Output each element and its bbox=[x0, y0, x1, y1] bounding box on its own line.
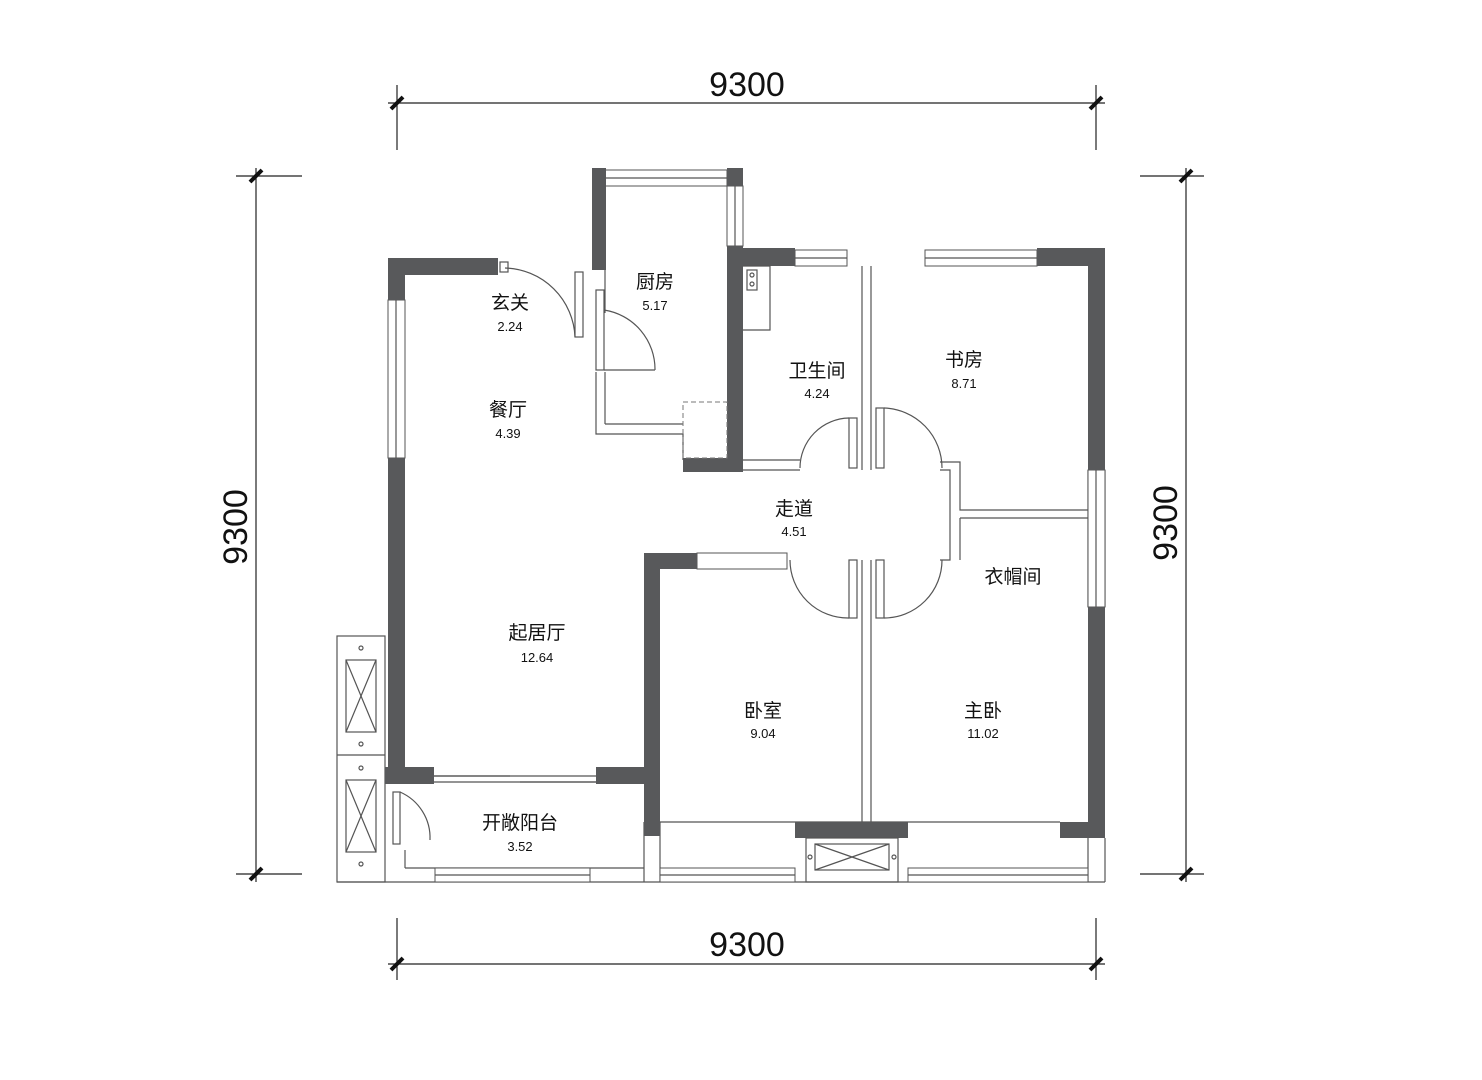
room-dining: 餐厅 4.39 bbox=[489, 399, 527, 441]
room-master-name: 主卧 bbox=[964, 700, 1002, 722]
room-dining-area: 4.39 bbox=[495, 426, 520, 441]
dimension-right: 9300 bbox=[1140, 168, 1204, 882]
room-master: 主卧 11.02 bbox=[964, 700, 1002, 741]
room-bathroom-area: 4.24 bbox=[804, 386, 829, 401]
room-entrance: 玄关 2.24 bbox=[491, 292, 529, 334]
room-corridor: 走道 4.51 bbox=[775, 498, 813, 539]
room-master-area: 11.02 bbox=[967, 726, 999, 741]
room-balcony-area: 3.52 bbox=[507, 839, 532, 854]
dimension-bottom: 9300 bbox=[388, 918, 1105, 980]
ac-unit-lower bbox=[345, 765, 377, 867]
fixtures bbox=[345, 265, 899, 883]
room-bathroom: 卫生间 4.24 bbox=[788, 360, 845, 401]
room-living-area: 12.64 bbox=[521, 650, 554, 665]
room-cloakroom: 衣帽间 bbox=[984, 566, 1041, 588]
room-kitchen-name: 厨房 bbox=[636, 271, 674, 293]
dimension-left: 9300 bbox=[217, 168, 302, 882]
room-balcony-name: 开敞阳台 bbox=[482, 812, 558, 834]
room-corridor-name: 走道 bbox=[775, 498, 813, 520]
windows bbox=[387, 169, 1106, 883]
room-living: 起居厅 12.64 bbox=[508, 622, 565, 665]
room-study-area: 8.71 bbox=[951, 376, 976, 391]
room-living-name: 起居厅 bbox=[508, 622, 565, 644]
doors bbox=[392, 261, 943, 845]
dimension-right-label: 9300 bbox=[1147, 485, 1185, 561]
room-bedroom: 卧室 9.04 bbox=[744, 700, 782, 741]
room-entrance-name: 玄关 bbox=[491, 292, 529, 314]
walls bbox=[385, 168, 1105, 838]
room-kitchen-area: 5.17 bbox=[642, 298, 667, 313]
room-bedroom-name: 卧室 bbox=[744, 700, 782, 722]
ac-unit-upper bbox=[345, 645, 377, 747]
room-corridor-area: 4.51 bbox=[781, 524, 806, 539]
room-entrance-area: 2.24 bbox=[497, 319, 522, 334]
room-balcony: 开敞阳台 3.52 bbox=[482, 812, 558, 854]
room-kitchen: 厨房 5.17 bbox=[636, 271, 674, 313]
dimension-bottom-label: 9300 bbox=[709, 926, 785, 964]
room-study-name: 书房 bbox=[945, 349, 983, 371]
room-bathroom-name: 卫生间 bbox=[788, 360, 845, 382]
room-cloakroom-name: 衣帽间 bbox=[984, 566, 1041, 588]
room-study: 书房 8.71 bbox=[945, 349, 983, 391]
dimension-left-label: 9300 bbox=[217, 489, 255, 565]
ac-unit-bottom bbox=[805, 837, 899, 883]
room-bedroom-area: 9.04 bbox=[750, 726, 775, 741]
room-dining-name: 餐厅 bbox=[489, 399, 527, 421]
dimension-top: 9300 bbox=[388, 66, 1105, 150]
dimension-top-label: 9300 bbox=[709, 66, 785, 104]
